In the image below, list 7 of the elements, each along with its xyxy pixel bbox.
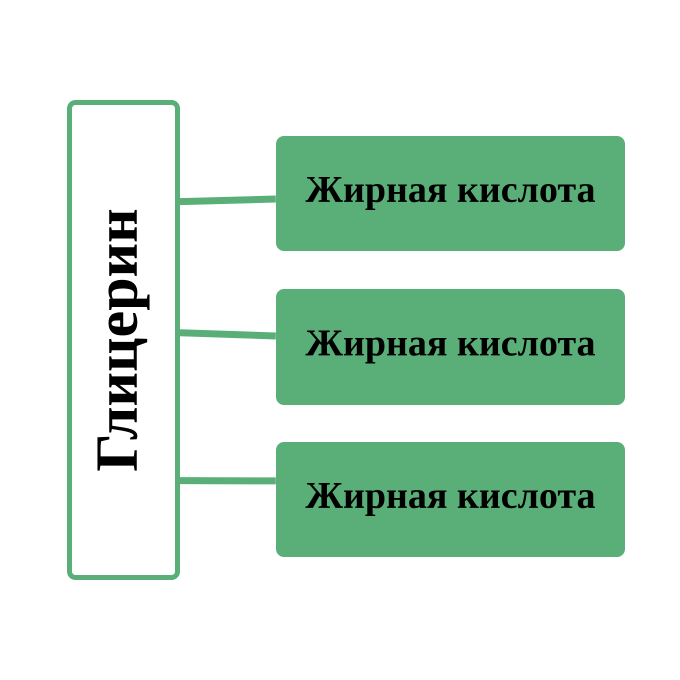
filled-box: Жирная кислота	[276, 289, 625, 405]
connector-line	[180, 196, 276, 206]
connector-line	[180, 329, 276, 340]
outlined-box: Глицерин	[67, 100, 180, 580]
filled-box: Жирная кислота	[276, 136, 625, 251]
filled-box: Жирная кислота	[276, 442, 625, 557]
connector-line	[180, 477, 276, 484]
